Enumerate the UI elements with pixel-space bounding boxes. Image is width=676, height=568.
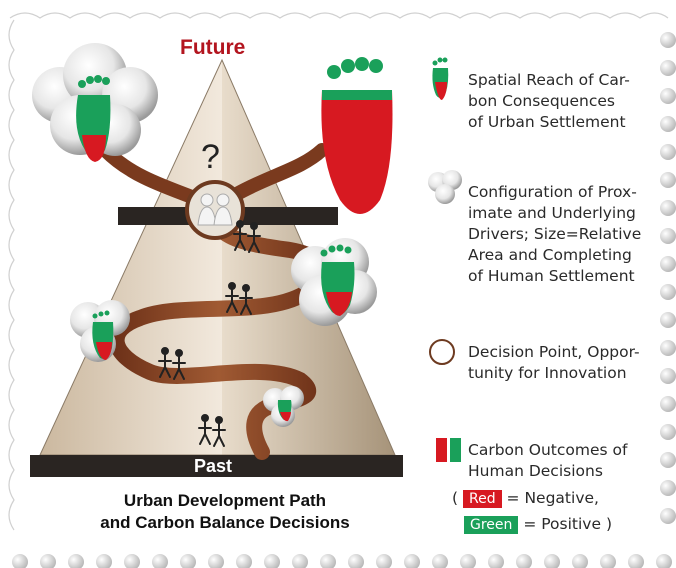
perforation-dot	[432, 554, 448, 568]
perforation-dot	[660, 172, 676, 188]
stamp-dots-right	[660, 32, 676, 524]
legend-drivers-line-2: imate and Underlying	[468, 204, 636, 222]
perforation-dot	[488, 554, 504, 568]
footprint-top-right-large	[321, 57, 393, 214]
diagram-caption: Urban Development Path and Carbon Balanc…	[70, 490, 380, 534]
perforation-dot	[660, 284, 676, 300]
perforation-dot	[376, 554, 392, 568]
perforation-dot	[660, 340, 676, 356]
perforation-dot	[660, 452, 676, 468]
positive-label: = Positive	[523, 515, 602, 533]
perforation-dot	[660, 256, 676, 272]
perforation-dot	[572, 554, 588, 568]
perforation-dot	[152, 554, 168, 568]
perforation-dot	[292, 554, 308, 568]
legend-decision-line-1: Decision Point, Oppor-	[468, 343, 640, 361]
footprint-mid-right	[320, 244, 355, 316]
past-label: Past	[194, 456, 233, 476]
perforation-dot	[180, 554, 196, 568]
perforation-dot	[404, 554, 420, 568]
perforation-dot	[124, 554, 140, 568]
perforation-dot	[660, 116, 676, 132]
path-branch-right	[228, 143, 329, 202]
green-tag: Green	[464, 516, 519, 534]
perforation-dot	[516, 554, 532, 568]
perforation-dot	[660, 88, 676, 104]
open-paren: (	[452, 489, 459, 507]
perforation-dot	[660, 368, 676, 384]
legend-red-bar-icon	[436, 438, 447, 462]
perforation-dot	[600, 554, 616, 568]
legend-outcomes-text: Carbon Outcomes of Human Decisions	[468, 440, 668, 482]
perforation-dot	[320, 554, 336, 568]
future-label: Future	[180, 36, 246, 59]
perforation-dot	[348, 554, 364, 568]
perforation-dot	[660, 480, 676, 496]
legend-footprint-line-3: of Urban Settlement	[468, 113, 626, 131]
stamp-dots-bottom	[12, 554, 672, 568]
question-mark: ?	[201, 138, 220, 176]
footprint-bottom-right	[277, 400, 292, 422]
perforation-dot	[656, 554, 672, 568]
stamp-border	[8, 12, 669, 531]
legend-footprint-icon	[432, 57, 449, 100]
perforation-dot	[40, 554, 56, 568]
legend-green-bar-icon	[450, 438, 461, 462]
legend-bubble-cluster-icon	[428, 170, 462, 204]
perforation-dot	[12, 554, 28, 568]
caption-line-2: and Carbon Balance Decisions	[100, 513, 350, 532]
footprint-mid-left	[92, 310, 114, 360]
decision-point-node	[185, 180, 245, 240]
legend-outcomes-red-row: ( Red = Negative,	[452, 488, 599, 509]
perforation-dot	[628, 554, 644, 568]
legend-footprint-text: Spatial Reach of Car- bon Consequences o…	[468, 70, 630, 133]
legend-footprint-line-1: Spatial Reach of Car-	[468, 71, 630, 89]
footprint-top-left	[76, 75, 111, 162]
legend-decision-circle-icon	[429, 339, 455, 365]
perforation-dot	[660, 144, 676, 160]
perforation-dot	[660, 396, 676, 412]
perforation-dot	[660, 312, 676, 328]
legend-drivers-line-4: Area and Completing	[468, 246, 632, 264]
legend-outcomes-line-2: Human Decisions	[468, 462, 603, 480]
legend-footprint-line-2: bon Consequences	[468, 92, 615, 110]
perforation-dot	[264, 554, 280, 568]
legend-drivers-line-3: Drivers; Size=Relative	[468, 225, 642, 243]
legend-decision-line-2: tunity for Innovation	[468, 364, 627, 382]
perforation-dot	[660, 508, 676, 524]
perforation-dot	[68, 554, 84, 568]
perforation-dot	[236, 554, 252, 568]
close-paren: )	[605, 515, 613, 533]
legend-drivers-line-1: Configuration of Prox-	[468, 183, 637, 201]
legend-drivers-text: Configuration of Prox- imate and Underly…	[468, 182, 641, 287]
perforation-dot	[660, 424, 676, 440]
path-branch-left	[98, 143, 207, 207]
legend-outcomes-line-1: Carbon Outcomes of	[468, 441, 628, 459]
perforation-dot	[96, 554, 112, 568]
past-ledge	[30, 455, 403, 477]
perforation-dot	[660, 32, 676, 48]
perforation-dot	[660, 200, 676, 216]
perforation-dot	[460, 554, 476, 568]
legend-decision-text: Decision Point, Oppor- tunity for Innova…	[468, 342, 640, 384]
perforation-dot	[544, 554, 560, 568]
negative-label: = Negative,	[506, 489, 599, 507]
perforation-dot	[660, 228, 676, 244]
perforation-dot	[660, 60, 676, 76]
legend-drivers-line-5: of Human Settlement	[468, 267, 635, 285]
walking-people-icons	[158, 220, 261, 447]
caption-line-1: Urban Development Path	[123, 491, 327, 510]
legend-outcomes-green-row: Green = Positive )	[464, 514, 612, 535]
red-tag: Red	[463, 490, 502, 508]
perforation-dot	[208, 554, 224, 568]
